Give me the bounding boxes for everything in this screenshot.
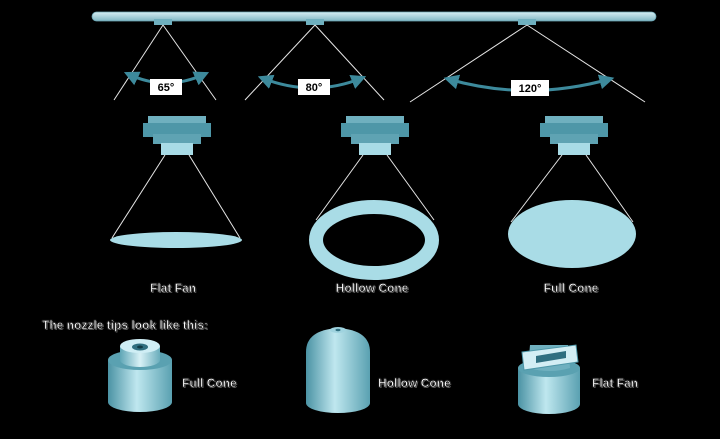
- tip-flat-fan-icon: [518, 344, 580, 414]
- tip-hollow-cone-icon: [306, 327, 370, 413]
- tip-label-flat-fan: Flat Fan: [592, 376, 639, 391]
- nozzle-hollow: [341, 116, 409, 155]
- angle-fan-full: 120°: [409, 24, 646, 103]
- angle-fan-hollow: 80°: [244, 24, 385, 101]
- tips-heading: The nozzle tips look like this:: [42, 318, 209, 333]
- nozzle-full: [540, 116, 608, 155]
- pattern-label-hollow-cone: Hollow Cone: [335, 281, 409, 296]
- angle-value-flat: 65°: [158, 82, 175, 94]
- pattern-label-flat-fan: Flat Fan: [149, 281, 197, 296]
- tip-full-cone-icon: [108, 339, 172, 412]
- pattern-label-full-cone: Full Cone: [543, 281, 599, 296]
- angle-value-full: 120°: [519, 83, 542, 95]
- tip-label-hollow-cone: Hollow Cone: [378, 376, 451, 391]
- spray-pattern-hollow-cone: [309, 154, 439, 280]
- spray-boom-pipe: [91, 11, 657, 25]
- angle-badge-full: [511, 80, 549, 96]
- angle-badge-flat: [150, 79, 182, 95]
- spray-pattern-flat-fan: [110, 154, 242, 248]
- nozzle-flat: [143, 116, 211, 155]
- tip-label-full-cone: Full Cone: [182, 376, 237, 391]
- angle-fan-flat: 65°: [113, 24, 217, 101]
- angle-badge-hollow: [298, 79, 330, 95]
- spray-pattern-full-cone: [508, 154, 636, 268]
- angle-value-hollow: 80°: [306, 82, 323, 94]
